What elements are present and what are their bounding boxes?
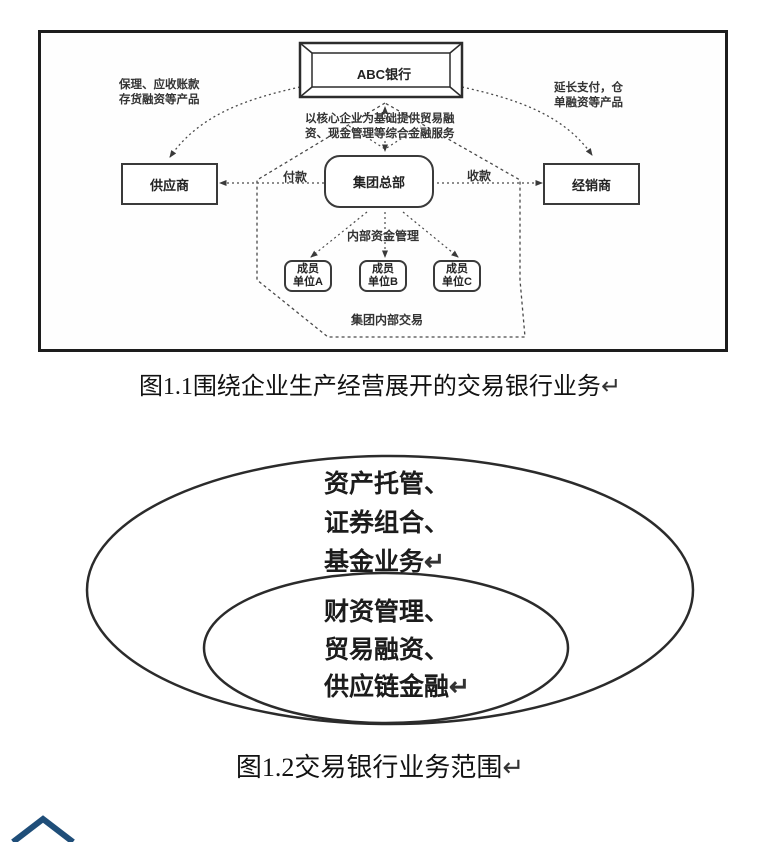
figure-1-1-caption-text: 图1.1围绕企业生产经营展开的交易银行业务 <box>138 374 601 400</box>
distributor-products-note-line2: 单融资等产品 <box>554 97 623 109</box>
paragraph-return-mark: ↵ <box>600 374 622 400</box>
center-diamond-dashed <box>348 125 422 150</box>
distributor-products-note: 延长支付，仓 单融资等产品 <box>554 81 623 111</box>
group-internal-label: 集团内部交易 <box>351 313 424 327</box>
outer-scope-line1: 资产托管、 <box>324 470 450 498</box>
outer-scope-line3: 基金业务↵ <box>324 542 445 578</box>
inner-scope-ellipse <box>202 571 570 725</box>
bank-services-note-line2: 资、现金管理等综合金融服务 <box>305 128 455 140</box>
figure-1-2-ellipse-diagram <box>85 454 695 726</box>
supplier-products-note: 保理、应收账款 存货融资等产品 <box>119 78 200 108</box>
bank-services-note-line1: 以核心企业为基础提供贸易融 <box>305 113 455 125</box>
bank-services-note: 以核心企业为基础提供贸易融 资、现金管理等综合金融服务 <box>305 112 455 142</box>
payment-label: 付款 <box>283 170 308 184</box>
member-unit-c-line1: 成员 <box>446 263 468 275</box>
supplier-products-note-line2: 存货融资等产品 <box>119 94 200 106</box>
member-unit-a-line1: 成员 <box>297 263 319 275</box>
paragraph-return-mark: ↵ <box>502 753 525 782</box>
distributor-box: 经销商 <box>543 163 640 205</box>
member-unit-b-box: 成员 单位B <box>359 260 407 292</box>
collection-label: 收款 <box>467 169 492 183</box>
member-unit-c-box: 成员 单位C <box>433 260 481 292</box>
member-unit-a-line2: 单位A <box>293 276 323 288</box>
paragraph-return-mark: ↵ <box>449 673 470 701</box>
supplier-products-note-line1: 保理、应收账款 <box>119 79 200 91</box>
member-unit-a-box: 成员 单位A <box>284 260 332 292</box>
inner-scope-line1: 财资管理、 <box>324 598 450 626</box>
hq-to-member-c-arrow <box>402 211 459 258</box>
paragraph-return-mark: ↵ <box>424 548 445 576</box>
distributor-products-note-line1: 延长支付，仓 <box>554 82 623 94</box>
member-unit-b-line1: 成员 <box>372 263 394 275</box>
inner-scope-line2: 贸易融资、 <box>324 636 450 664</box>
figure-1-1-connectors <box>169 41 593 338</box>
bank-3d-box <box>298 41 464 99</box>
outer-scope-line3-text: 基金业务 <box>324 548 425 576</box>
outer-scope-line2: 证券组合、 <box>324 509 450 537</box>
internal-funds-label: 内部资金管理 <box>347 229 420 243</box>
bank-box-label: ABC银行 <box>356 66 412 82</box>
collapse-chevron-button[interactable] <box>0 810 90 842</box>
figure-1-2-caption: 图1.2交易银行业务范围↵ <box>0 747 760 784</box>
figure-1-2-caption-text: 图1.2交易银行业务范围 <box>235 753 503 782</box>
supplier-box: 供应商 <box>121 163 218 205</box>
hq-to-member-a-arrow <box>310 211 368 258</box>
member-unit-b-line2: 单位B <box>368 276 398 288</box>
group-boundary-dashed-octagon <box>256 102 526 338</box>
member-unit-c-line2: 单位C <box>442 276 472 288</box>
inner-scope-line3-text: 供应链金融 <box>324 673 450 701</box>
chevron-up-icon <box>11 815 75 842</box>
figure-1-1-diagram: ABC银行 保理、应收账款 存货融资等产品 延长支付，仓 单融资等产品 以核心企… <box>38 30 728 352</box>
figure-1-1-caption: 图1.1围绕企业生产经营展开的交易银行业务↵ <box>0 366 760 401</box>
inner-scope-line3: 供应链金融↵ <box>324 667 470 703</box>
group-hq-box: 集团总部 <box>324 155 434 208</box>
